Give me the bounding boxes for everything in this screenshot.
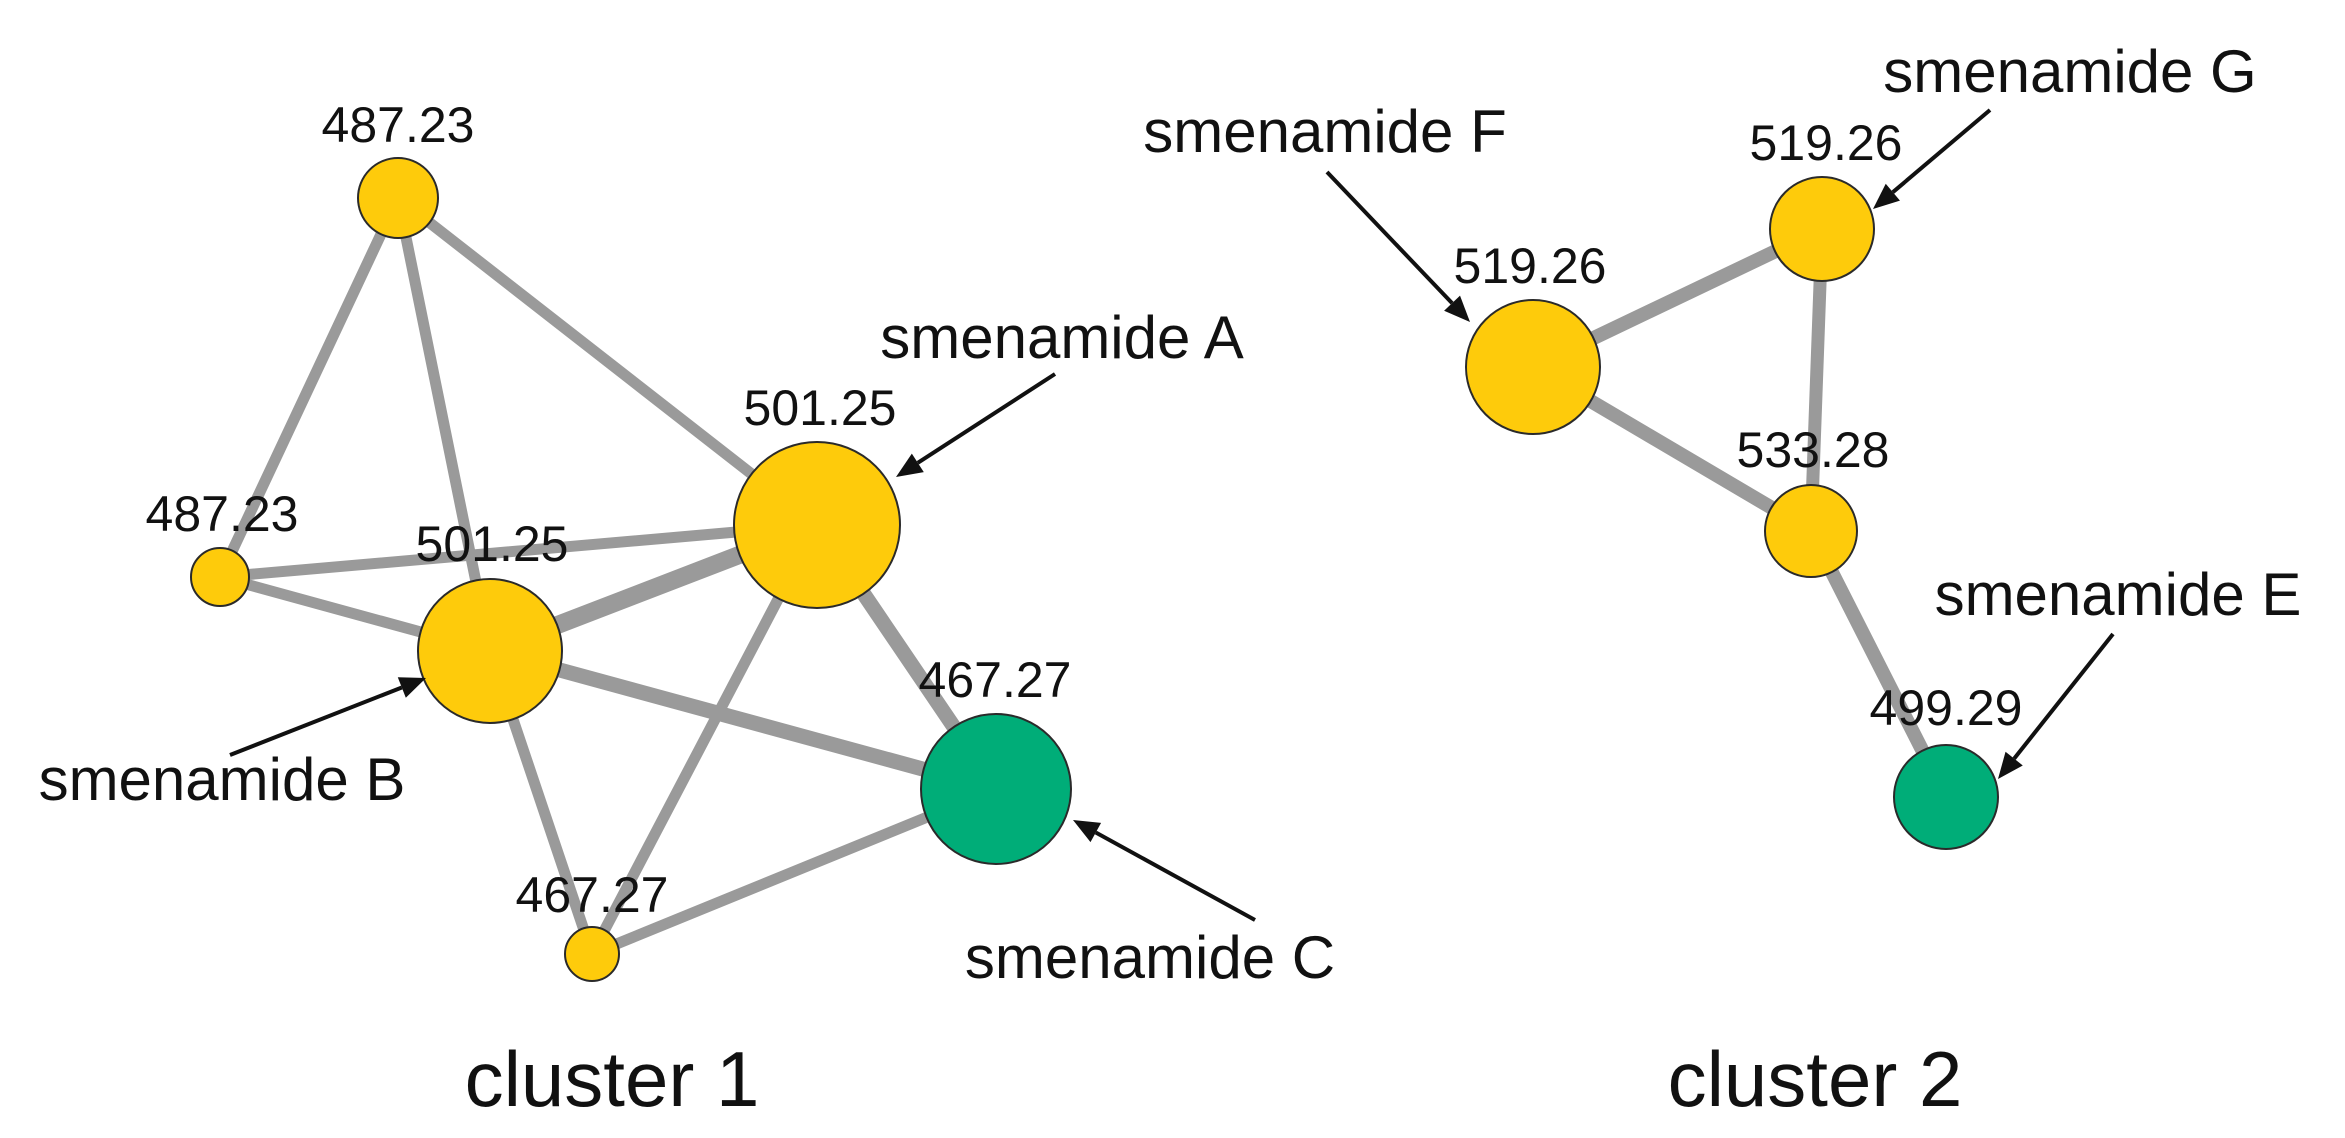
edge-c1-left-c1-a: [214, 519, 823, 583]
edge-c1-top-c1-a: [392, 192, 823, 531]
node-label-c2-f: 519.26: [1454, 238, 1607, 294]
arrow-c1-b: [229, 685, 403, 757]
node-c1-a: [733, 441, 901, 609]
node-label-c1-b: 501.25: [416, 516, 569, 572]
arrow-c1-a: [916, 372, 1057, 465]
cluster-title-1: cluster 1: [465, 1035, 760, 1123]
node-c1-left: [190, 547, 250, 607]
compound-label-c1-c: smenamide C: [965, 924, 1335, 991]
node-c2-g: [1769, 176, 1875, 282]
node-c1-c: [920, 713, 1072, 865]
arrowhead-c1-b: [397, 677, 426, 698]
titles-layer: cluster 1 cluster 2: [465, 1035, 1963, 1123]
node-label-c1-top: 487.23: [322, 97, 475, 153]
compound-label-c1-b: smenamide B: [39, 746, 406, 813]
callouts-layer: smenamide B smenamide A smenamide C smenami…: [39, 38, 2302, 991]
node-label-c2-e: 499.29: [1870, 680, 2023, 736]
nodes-layer: [190, 157, 1999, 982]
arrowhead-c2-e: [1998, 751, 2023, 779]
compound-label-c2-g: smenamide G: [1883, 38, 2256, 105]
arrowhead-c2-f: [1444, 295, 1470, 322]
arrow-c1-c: [1094, 830, 1256, 922]
arrowhead-c2-g: [1873, 183, 1900, 209]
node-c2-mid: [1764, 484, 1858, 578]
node-label-c2-mid: 533.28: [1737, 422, 1890, 478]
node-label-c1-c: 467.27: [919, 652, 1072, 708]
node-c2-e: [1893, 744, 1999, 850]
node-label-c1-left: 487.23: [146, 486, 299, 542]
node-c1-top: [357, 157, 439, 239]
edge-c1-b-c1-c: [482, 643, 1004, 797]
node-label-c1-bottom: 467.27: [516, 867, 669, 923]
compound-label-c1-a: smenamide A: [880, 304, 1244, 371]
cluster-title-2: cluster 2: [1668, 1035, 1963, 1123]
node-c1-bottom: [564, 926, 620, 982]
arrow-c2-f: [1325, 170, 1454, 305]
arrowhead-c1-c: [1073, 820, 1102, 843]
arrow-c2-e: [2012, 632, 2115, 760]
compound-label-c2-f: smenamide F: [1143, 98, 1506, 165]
arrowhead-c1-a: [896, 453, 924, 477]
edge-c1-top-c1-b: [392, 192, 496, 657]
compound-label-c2-e: smenamide E: [1935, 561, 2302, 628]
node-label-c2-g: 519.26: [1750, 115, 1903, 171]
node-label-c1-a: 501.25: [744, 380, 897, 436]
edge-c1-top-c1-left: [214, 192, 404, 583]
node-c2-f: [1465, 299, 1601, 435]
arrow-c2-g: [1891, 108, 1992, 194]
node-c1-b: [417, 578, 563, 724]
labels-layer: 487.23 487.23 501.25 501.25 467.27 467.27 519.…: [146, 97, 2023, 923]
